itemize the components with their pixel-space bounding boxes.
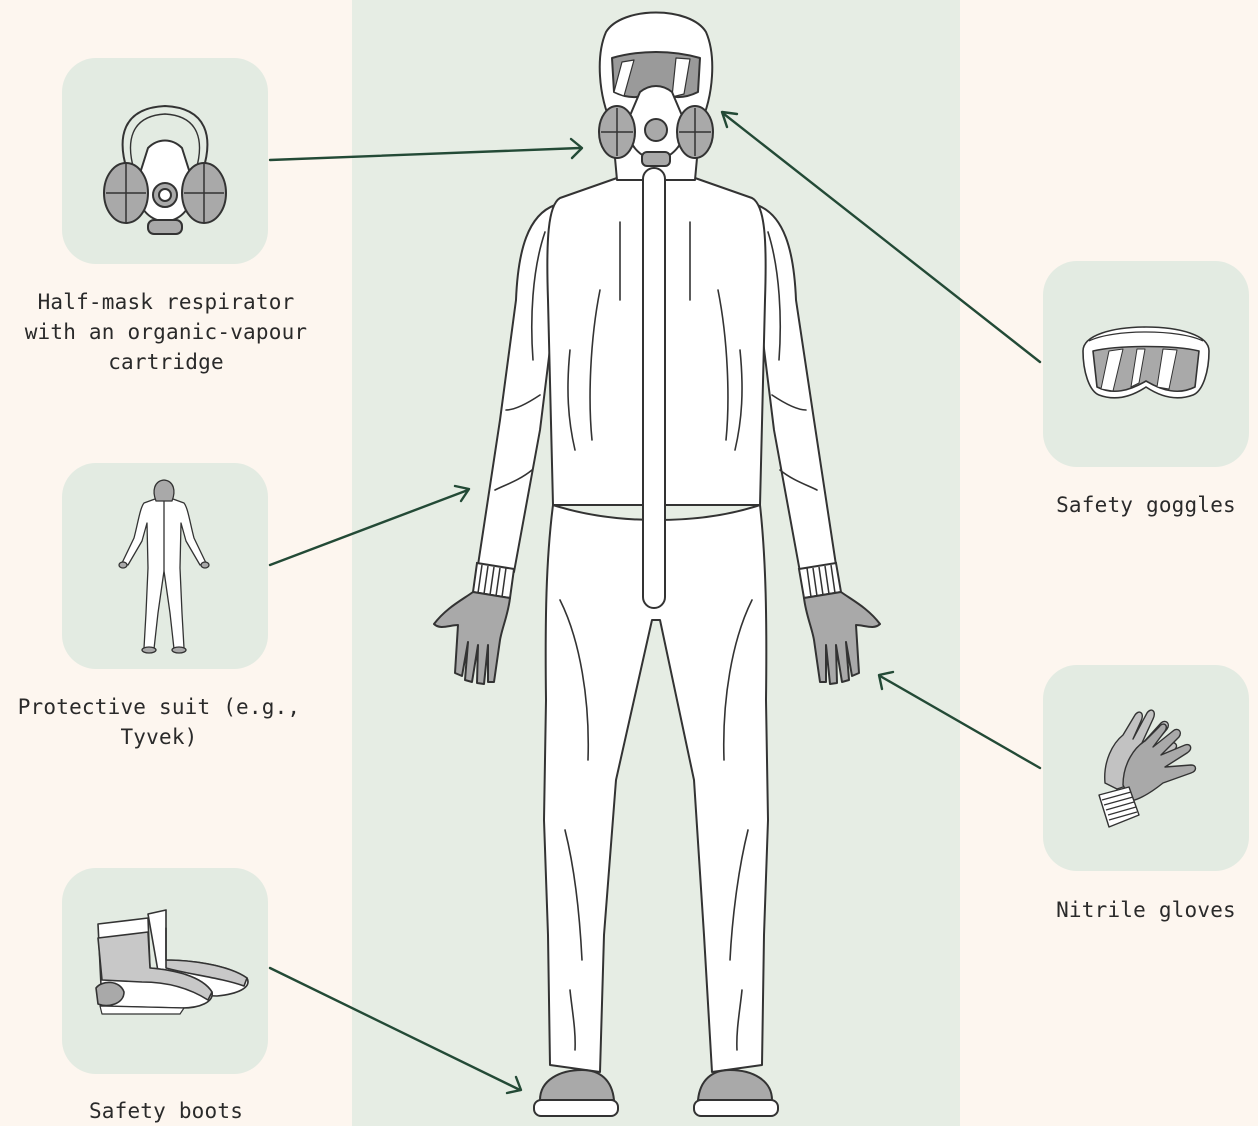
right-sleeve [757, 205, 836, 572]
suit-label: Protective suit (e.g., Tyvek) [6, 692, 312, 752]
left-glove [434, 592, 510, 684]
zipper [643, 168, 665, 608]
right-glove [804, 592, 880, 684]
arrow-suit [270, 490, 468, 565]
goggles-card [1043, 261, 1249, 467]
goggles-label: Safety goggles [986, 490, 1258, 520]
right-shoe [698, 1070, 772, 1100]
boots-label: Safety boots [6, 1096, 326, 1126]
gloves-card [1043, 665, 1249, 871]
respirator-label: Half-mask respirator with an organic-vap… [6, 287, 326, 377]
arrow-boots [270, 968, 520, 1090]
suit-card [62, 463, 268, 669]
arrow-gloves [880, 676, 1040, 768]
respirator-icon [62, 58, 268, 264]
protective-suit-icon [62, 463, 268, 669]
left-sleeve [478, 205, 556, 572]
boots-card [62, 868, 268, 1074]
boots-icon [62, 868, 268, 1074]
gloves-label: Nitrile gloves [986, 895, 1258, 925]
goggles-icon [1043, 261, 1249, 467]
left-shoe [540, 1070, 614, 1100]
arrow-respirator [270, 148, 580, 160]
gloves-icon [1043, 665, 1249, 871]
respirator-card [62, 58, 268, 264]
